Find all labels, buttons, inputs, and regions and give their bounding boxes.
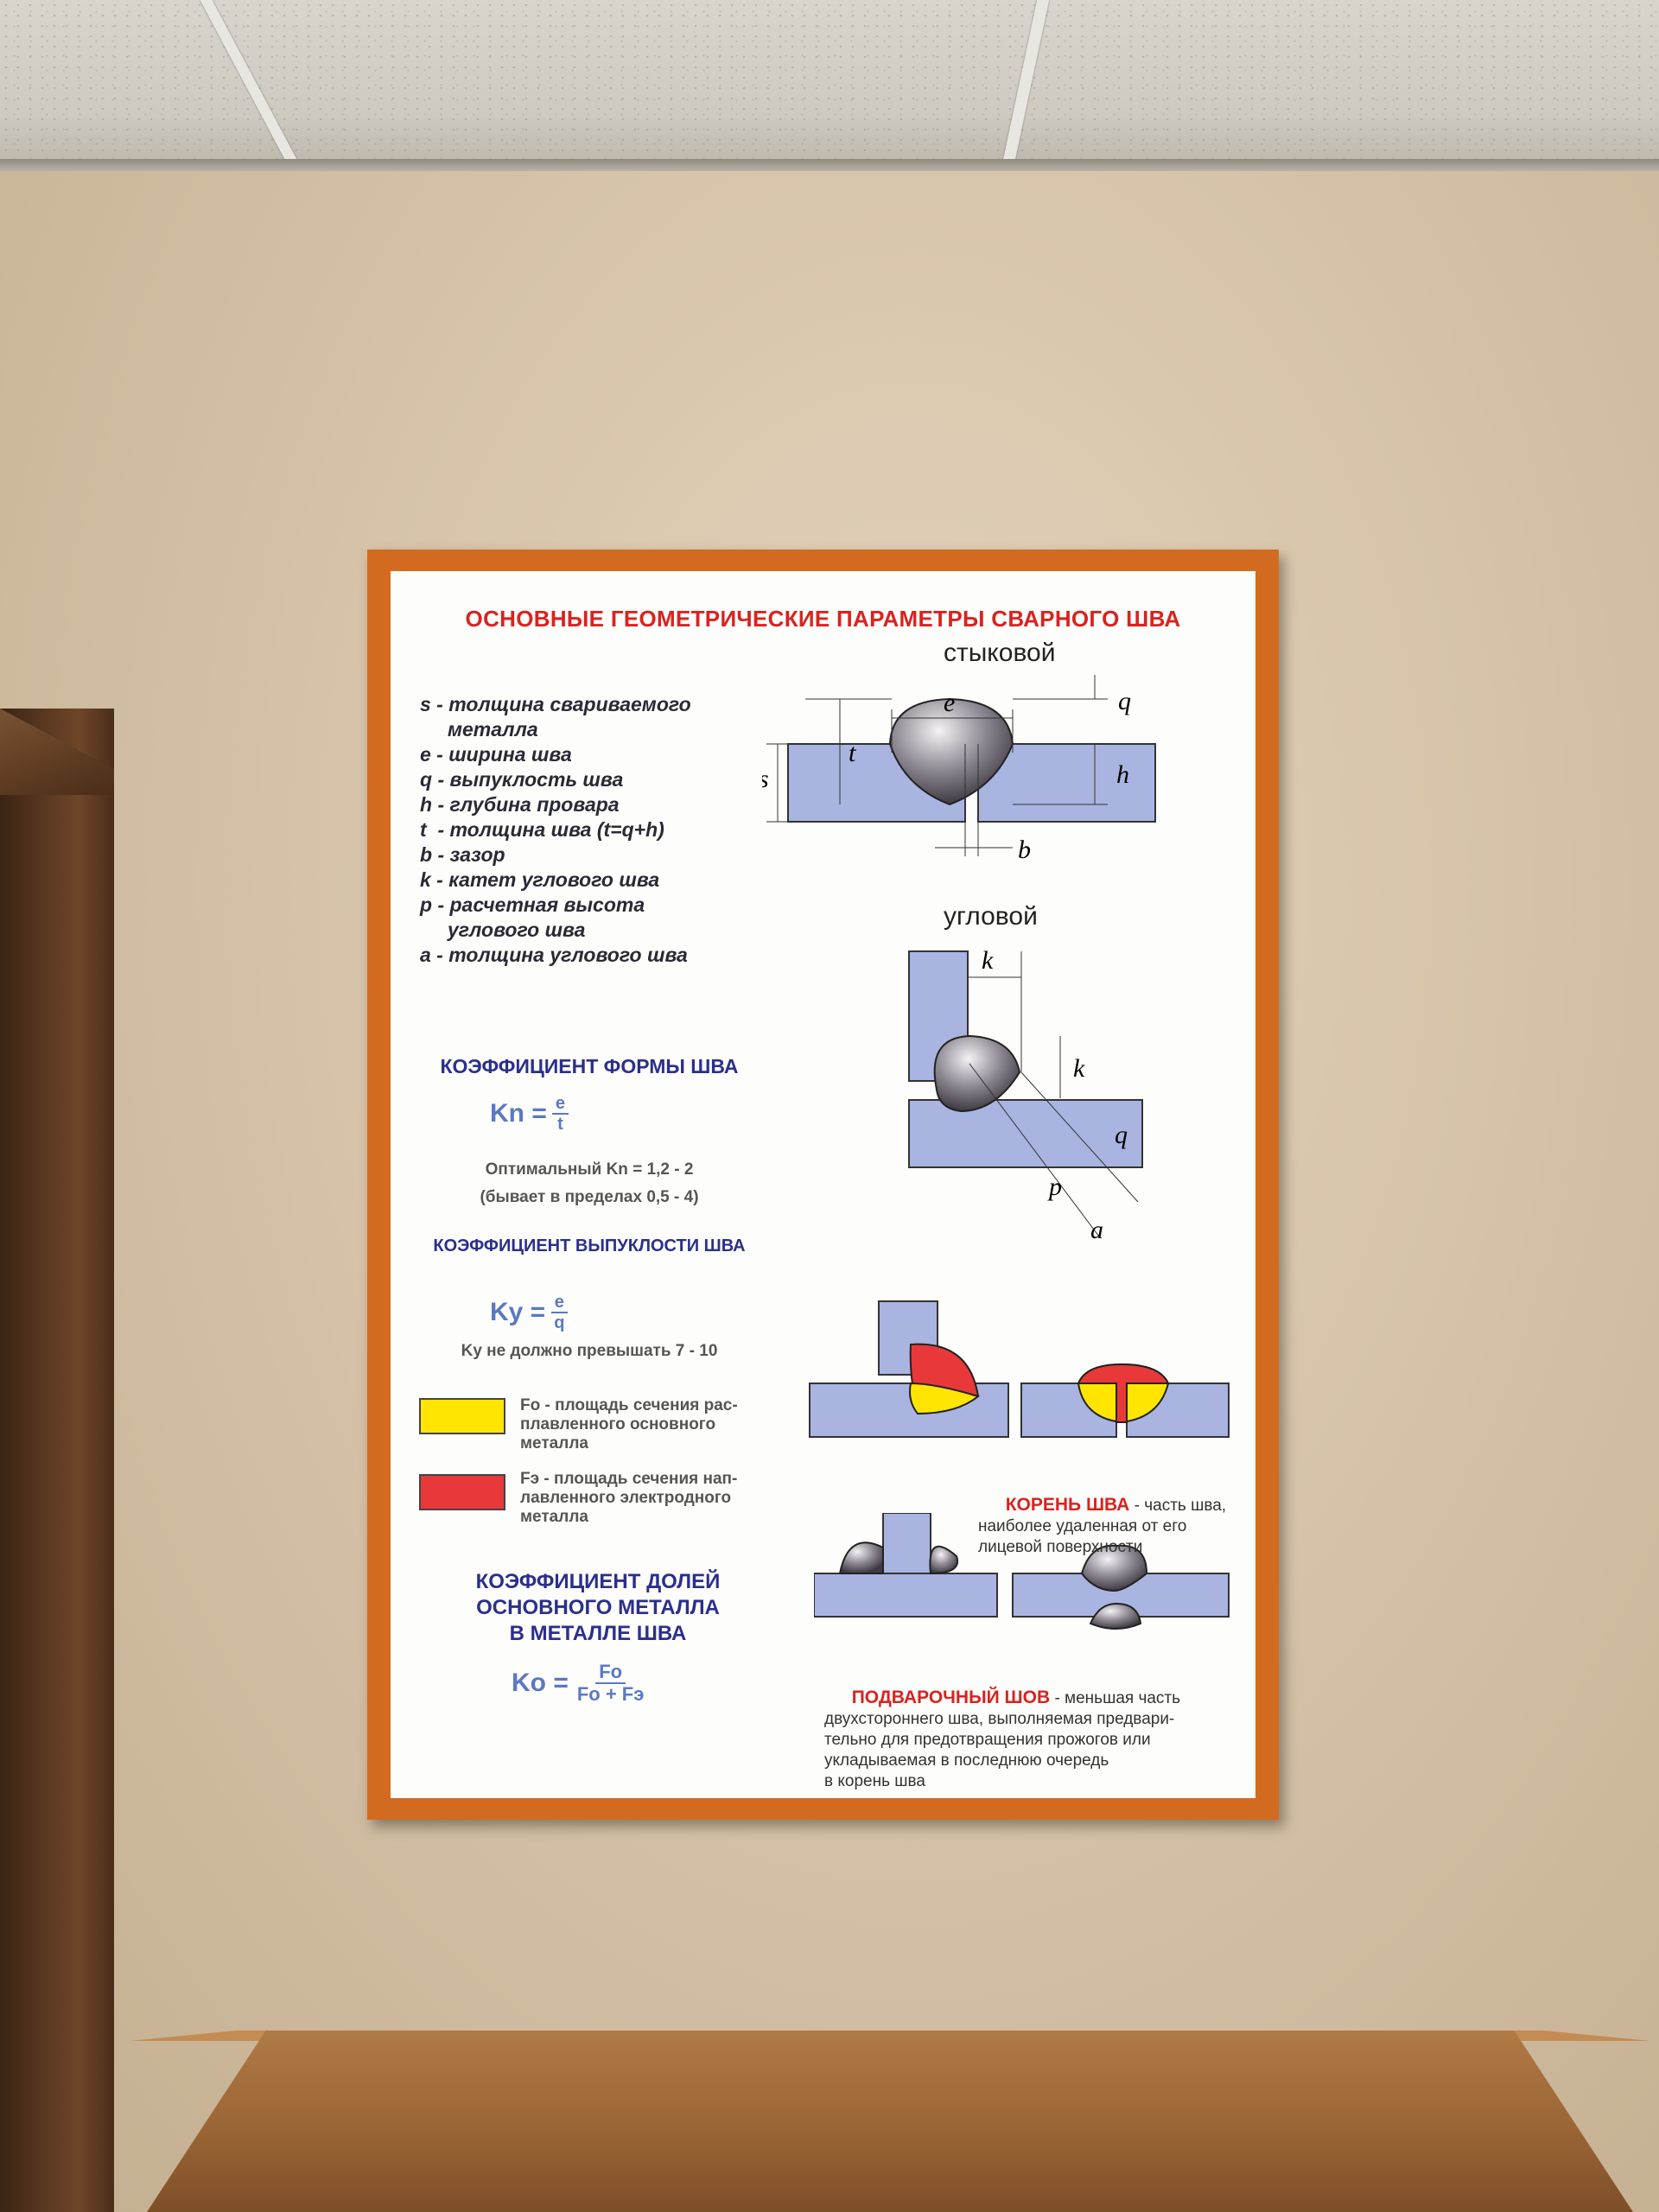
formula-den: t	[557, 1115, 563, 1134]
root-weld-diagram	[814, 1513, 1230, 1630]
fillet-weld-diagram: k k q p a	[908, 946, 1143, 1244]
param-line: s - толщина свариваемого	[420, 693, 691, 715]
butt-weld-diagram: e q h t s b	[762, 675, 1156, 864]
convex-coef-heading: КОЭФФИЦИЕНТ ВЫПУКЛОСТИ ШВА	[433, 1236, 746, 1255]
dim-k: k	[982, 946, 994, 975]
fo-color-swatch	[419, 1398, 505, 1434]
formula-lhs: Ky =	[490, 1298, 546, 1326]
formula-num: Fo	[595, 1661, 626, 1685]
backing-definition: ПОДВАРОЧНЫЙ ШОВ - меньшая часть двухстор…	[824, 1667, 1248, 1813]
param-line: b - зазор	[420, 843, 505, 866]
param-line: k - катет углового шва	[420, 868, 660, 891]
param-line: металла	[420, 718, 538, 741]
dim-h: h	[1116, 760, 1129, 789]
fe-color-swatch	[419, 1474, 505, 1510]
fe-legend-text: Fэ - площадь сечения нап- лавленного эле…	[520, 1470, 738, 1526]
param-line: q - выпуклость шва	[420, 768, 624, 791]
formula-den: q	[554, 1313, 565, 1332]
wooden-cabinet	[0, 709, 114, 2212]
formula-lhs: Kn =	[490, 1099, 547, 1128]
dim-k: k	[1073, 1054, 1085, 1083]
wooden-table	[147, 2031, 1633, 2212]
param-line: t - толщина шва (t=q+h)	[420, 818, 664, 841]
ceiling-trim	[0, 159, 1659, 171]
backing-term: ПОДВАРОЧНЫЙ ШОВ	[851, 1688, 1051, 1707]
param-line: углового шва	[420, 918, 586, 941]
fillet-weld-label: угловой	[944, 902, 1038, 931]
form-coef-note: Оптимальный Kn = 1,2 - 2	[485, 1160, 694, 1179]
dim-p: p	[1047, 1173, 1062, 1201]
form-coef-range: (бывает в пределах 0,5 - 4)	[480, 1188, 699, 1206]
convex-coef-note: Ky не должно превышать 7 - 10	[461, 1342, 718, 1360]
formula-lhs: Ko =	[512, 1669, 569, 1698]
share-coef-heading: КОЭФФИЦИЕНТ ДОЛЕЙ ОСНОВНОГО МЕТАЛЛА В МЕ…	[475, 1570, 721, 1645]
fusion-area-diagram	[809, 1300, 1230, 1438]
fo-legend-text: Fo - площадь сечения рас- плавленного ос…	[520, 1396, 738, 1452]
dim-q: q	[1115, 1121, 1128, 1149]
dim-s: s	[762, 765, 769, 793]
root-term: КОРЕНЬ ШВА	[1005, 1495, 1130, 1515]
param-line: p - расчетная высота	[420, 893, 645, 916]
root-definition: КОРЕНЬ ШВА - часть шва, наиболее удаленн…	[978, 1474, 1246, 1579]
poster-title: ОСНОВНЫЕ ГЕОМЕТРИЧЕСКИЕ ПАРАМЕТРЫ СВАРНО…	[465, 606, 1181, 632]
form-coef-heading: КОЭФФИЦИЕНТ ФОРМЫ ШВА	[440, 1055, 739, 1077]
poster-sheet: ОСНОВНЫЕ ГЕОМЕТРИЧЕСКИЕ ПАРАМЕТРЫ СВАРНО…	[391, 571, 1255, 1798]
poster: ОСНОВНЫЕ ГЕОМЕТРИЧЕСКИЕ ПАРАМЕТРЫ СВАРНО…	[367, 550, 1279, 1820]
param-line: h - глубина провара	[420, 793, 620, 816]
formula-num: e	[550, 1293, 568, 1313]
formula-num: e	[551, 1094, 569, 1115]
dim-b: b	[1018, 836, 1031, 864]
dim-e: e	[944, 689, 955, 717]
backing-text: - меньшая часть двухстороннего шва, выпо…	[824, 1689, 1181, 1790]
dim-q: q	[1118, 687, 1131, 715]
butt-weld-label: стыковой	[944, 639, 1056, 667]
root-text: - часть шва, наиболее удаленная от его л…	[978, 1497, 1227, 1556]
formula-den: Fo + Fэ	[576, 1683, 645, 1706]
dim-a: a	[1090, 1216, 1103, 1244]
dim-t: t	[849, 739, 856, 767]
parameter-list: s - толщина свариваемого металла e - шир…	[420, 692, 748, 968]
param-line: e - ширина шва	[420, 743, 572, 766]
param-line: a - толщина углового шва	[420, 944, 688, 966]
